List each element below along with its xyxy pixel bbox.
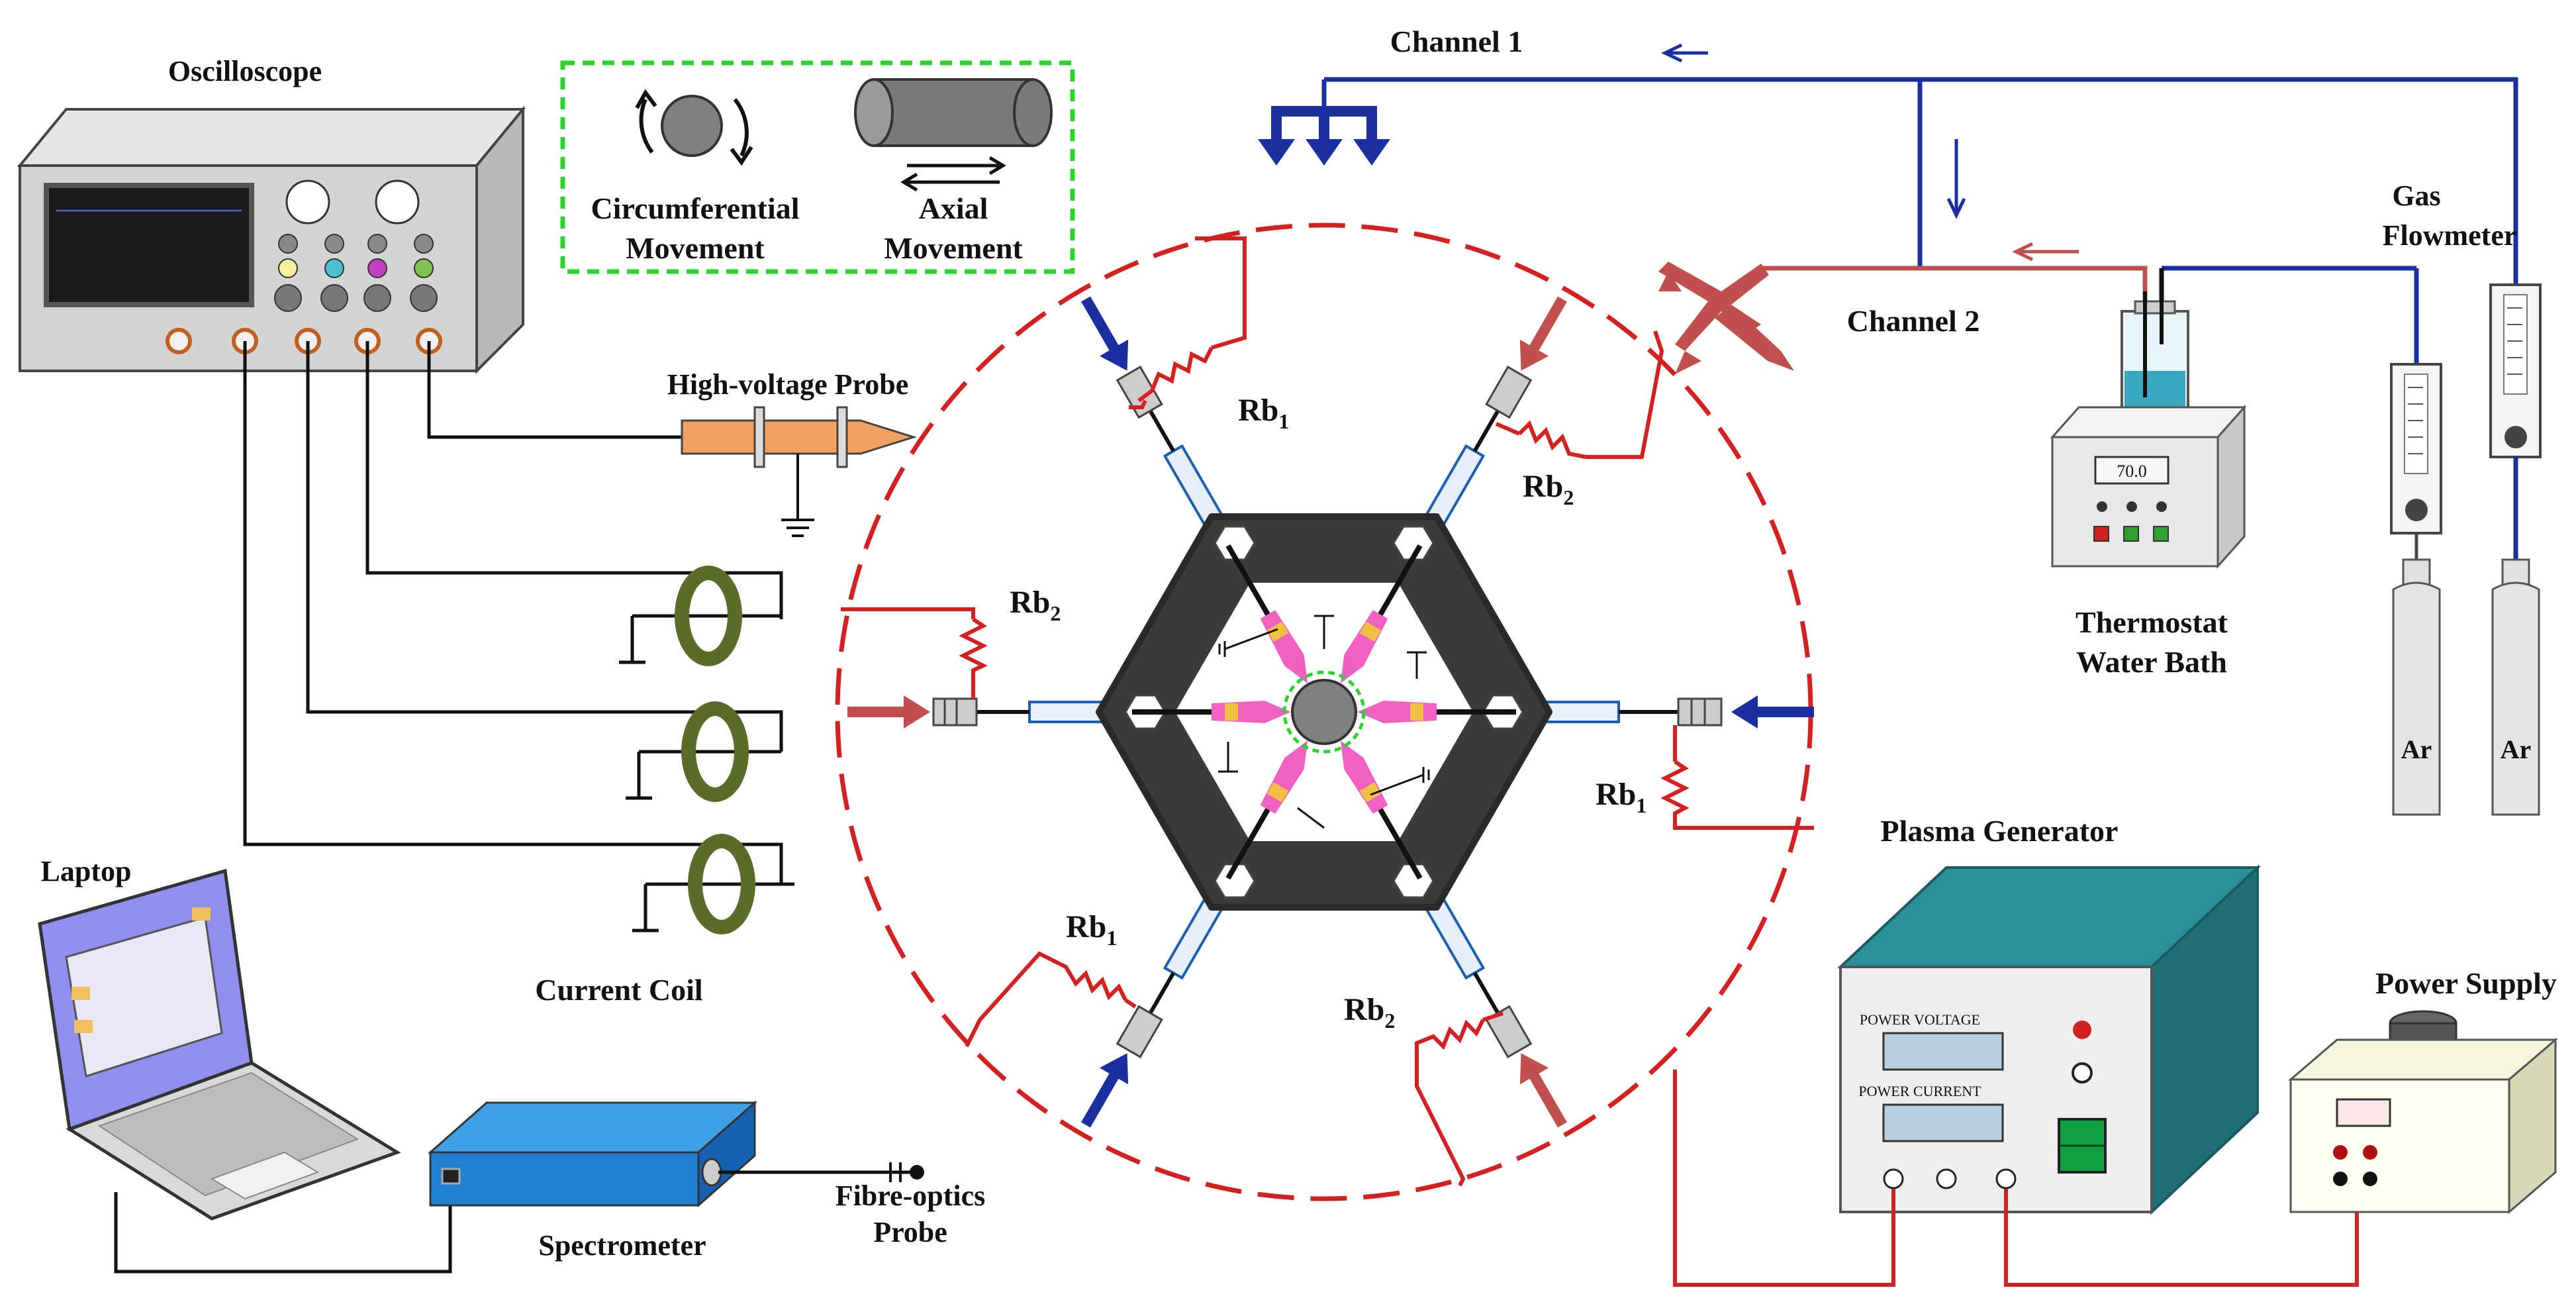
rb2-left-label: Rb2 [1010,585,1061,625]
reactor: Rb2 Rb1 Rb1 Rb2 Rb1 Rb2 [835,223,1814,1201]
fibre-probe-label-1: Fibre-optics [835,1180,986,1212]
rb1-upper-label: Rb1 [1238,393,1289,433]
gas-channels: Channel 1 Channel 2 [1258,25,2518,497]
electrode-array [1132,544,1516,880]
fibre-probe-label-2: Probe [873,1216,947,1248]
power-supply: Power Supply [2287,966,2559,1215]
circumferential-movement-icon [661,95,723,157]
current-coils: Current Coil [535,566,794,1007]
spectrometer: Spectrometer Fibre-optics Probe [428,1100,986,1262]
power-voltage-display [1882,1032,2004,1071]
current-coil-2 [626,701,781,802]
oscilloscope-screen [44,183,254,307]
current-coil-3 [632,834,794,934]
rb2-lower-label: Rb2 [1344,992,1395,1032]
thermostat-label-2: Water Bath [2076,645,2227,679]
power-indicator-light [2073,1021,2091,1039]
axial-label-2: Movement [884,231,1023,265]
flowmeter-label-1: Gas [2392,179,2440,212]
high-voltage-probe: High-voltage Probe [667,368,918,537]
rb1-lower-label: Rb1 [1066,909,1117,950]
channel1-outlet [1258,106,1390,166]
thermostat-water-bath: 70.0 Thermostat Water Bath [2050,291,2247,679]
rb2-upper-label: Rb2 [1523,469,1574,509]
power-supply-display [2336,1098,2391,1127]
axial-label-1: Axial [919,191,988,225]
flowmeter-2 [2489,283,2542,458]
ar-label-1: Ar [2401,734,2432,764]
ballast-resistor-labels: Rb2 Rb1 Rb1 Rb2 Rb1 Rb2 [1010,393,1646,1032]
power-supply-label: Power Supply [2375,966,2557,1000]
bath-display: 70.0 [2117,462,2147,481]
rb1-right-label: Rb1 [1596,777,1646,817]
circumferential-label-2: Movement [626,231,765,265]
central-rod [1291,679,1357,745]
spectrometer-label: Spectrometer [538,1229,706,1262]
plasma-generator: Plasma Generator POWER VOLTAGE POWER CUR… [1837,814,2262,1215]
current-coil-label: Current Coil [535,973,702,1007]
plasma-generator-label: Plasma Generator [1881,814,2119,848]
channel1-label: Channel 1 [1390,25,1523,58]
movement-legend: Circumferential Movement Axial Movement [560,60,1075,274]
gas-flowmeters: Gas Flowmeter Ar Ar [2383,179,2542,816]
power-voltage-label: POWER VOLTAGE [1860,1011,1980,1028]
laptop-label: Laptop [41,855,132,887]
channel2-label: Channel 2 [1847,304,1980,338]
ar-cylinder-1: Ar [2392,558,2441,816]
generator-wiring [1673,1070,2359,1287]
thermostat-label-1: Thermostat [2075,605,2228,639]
flowmeter-1 [2390,363,2442,560]
oscilloscope-cables [243,341,783,884]
gas-inlet-connectors [847,296,1814,1128]
power-current-display [1882,1103,2004,1142]
ar-cylinder-2: Ar [2491,558,2540,816]
oscilloscope: Oscilloscope [17,55,526,374]
flowmeter-label-2: Flowmeter [2383,219,2517,252]
ballast-wiring [841,236,1814,1187]
axial-movement-icon [854,78,1053,192]
laptop: Laptop [38,855,401,1221]
circumferential-label-1: Circumferential [591,191,799,225]
laptop-screen [65,916,223,1078]
current-coil-1 [619,566,781,666]
hv-probe-label: High-voltage Probe [667,368,909,401]
oscilloscope-label: Oscilloscope [168,55,322,87]
channel2-outlet [1658,262,1794,374]
ar-label-2: Ar [2501,734,2532,764]
power-current-label: POWER CURRENT [1858,1083,1981,1099]
